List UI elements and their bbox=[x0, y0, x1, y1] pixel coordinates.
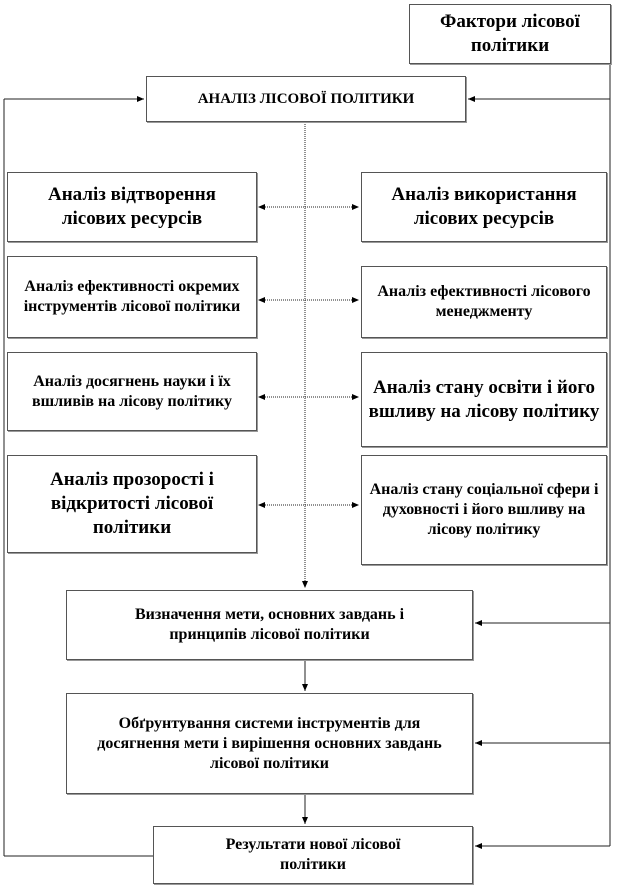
right-box-1: Аналіз використання лісових ресурсів bbox=[361, 172, 607, 242]
left-box-3: Аналіз досягнень науки і їх вшливів на л… bbox=[7, 352, 257, 431]
right-box-2: Аналіз ефективності лісового менеджменту bbox=[361, 266, 607, 338]
right-box-4: Аналіз стану соціальної сфери і духовнос… bbox=[361, 455, 607, 565]
factors-box: Фактори лісової політики bbox=[409, 4, 611, 64]
left-box-1: Аналіз відтворення лісових ресурсів bbox=[7, 172, 257, 242]
justification-box: Обґрунтування системи інструментів для д… bbox=[66, 693, 473, 794]
results-box: Результати нової лісової політики bbox=[153, 826, 473, 884]
main-analysis-box: АНАЛІЗ ЛІСОВОЇ ПОЛІТИКИ bbox=[146, 76, 466, 122]
left-box-4: Аналіз прозорості і відкритості лісової … bbox=[7, 455, 257, 553]
right-box-3: Аналіз стану освіти і його вшливу на ліс… bbox=[361, 352, 607, 447]
left-box-2: Аналіз ефективності окремих інструментів… bbox=[7, 256, 257, 338]
goal-box: Визначення мети, основних завдань і прин… bbox=[66, 590, 473, 660]
